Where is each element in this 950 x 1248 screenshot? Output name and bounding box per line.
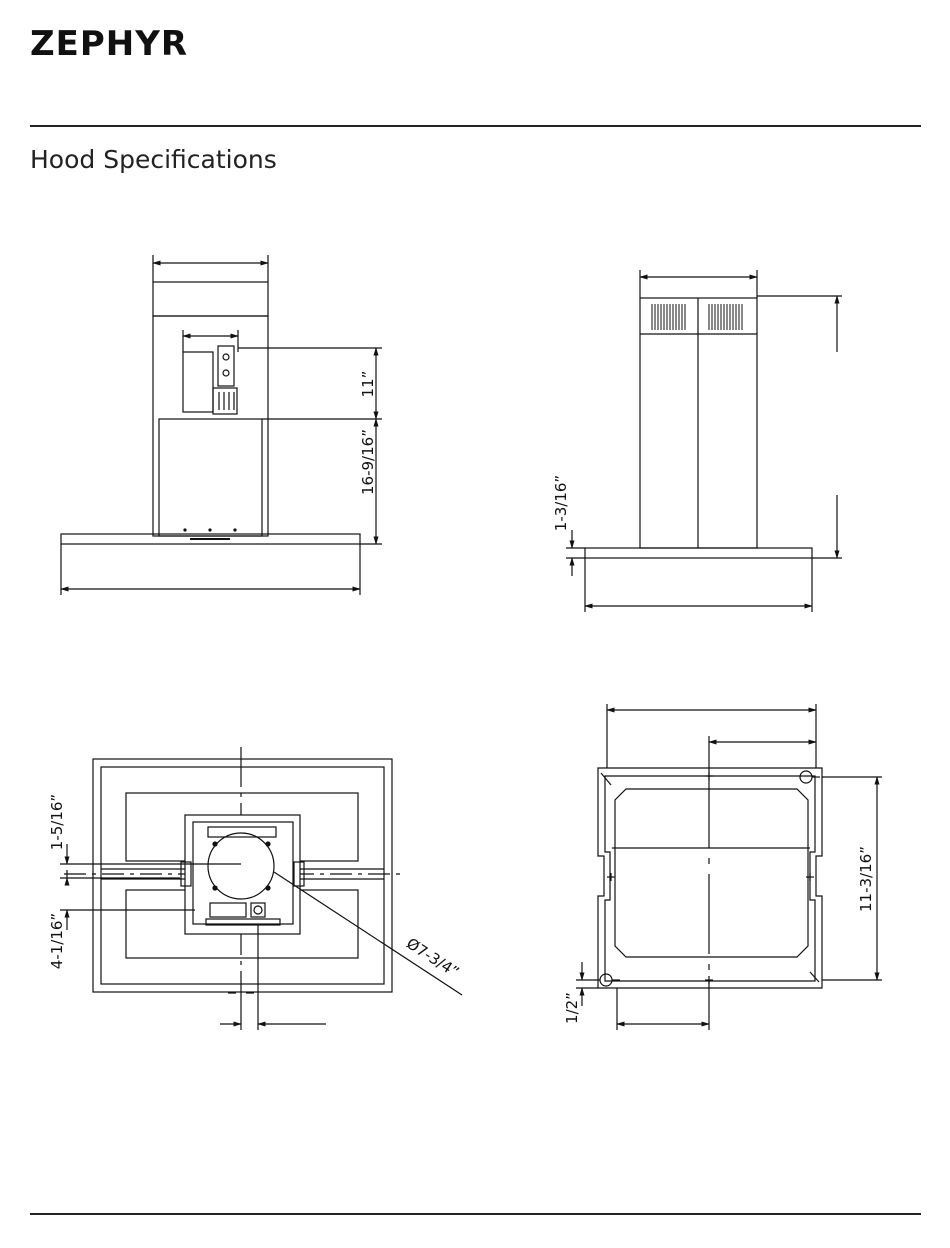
- top-view-drawing: [60, 747, 462, 1030]
- bracket-height-label: 11-3/16”: [857, 846, 875, 912]
- footer-divider: [30, 1213, 921, 1215]
- side-canopy-thickness-label: 1-3/16”: [552, 475, 570, 531]
- front-upper-height-label: 11”: [359, 371, 377, 398]
- front-view-drawing: [61, 255, 382, 595]
- front-lower-height-label: 16-9/16”: [359, 429, 377, 495]
- side-view-drawing: [566, 270, 842, 612]
- top-offset-lower-label: 4-1/16”: [48, 913, 66, 969]
- top-offset-upper-label: 1-5/16”: [48, 794, 66, 850]
- bracket-hole-offset-label: 1/2”: [563, 992, 581, 1024]
- duct-diameter-label: Ø7-3/4”: [403, 934, 462, 981]
- bracket-view-drawing: [576, 704, 882, 1030]
